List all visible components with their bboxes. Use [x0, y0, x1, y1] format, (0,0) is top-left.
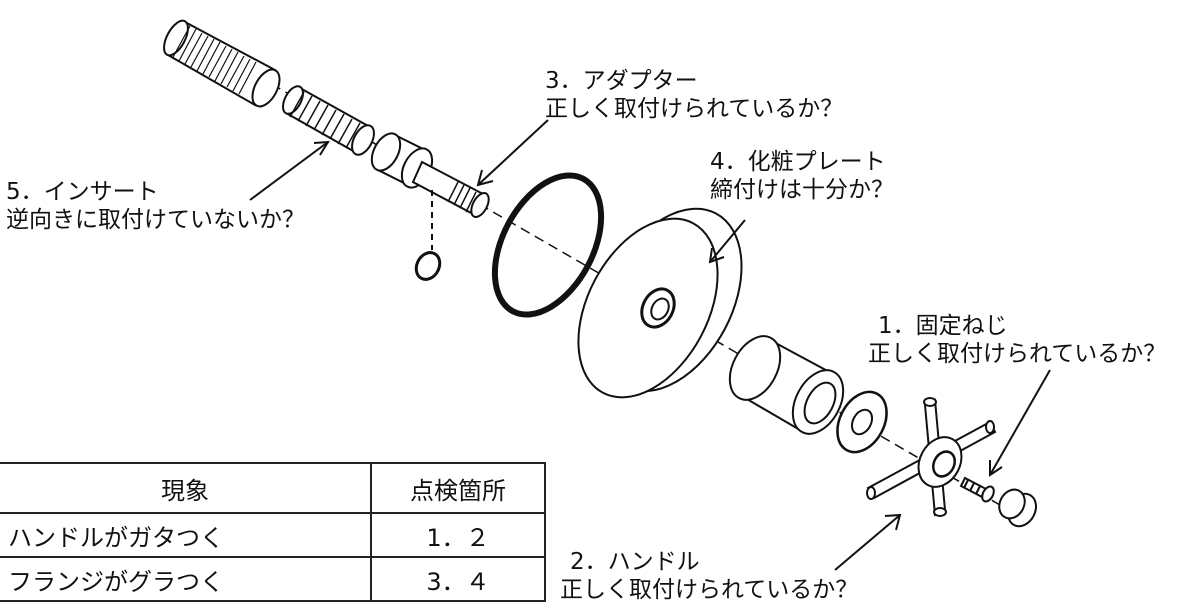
arrow-handle-callout [834, 513, 902, 571]
threaded-tube-part [163, 19, 281, 108]
washer-part [836, 390, 888, 454]
callout-adapter-title: 3．アダプター [545, 68, 698, 94]
callout-insert-note: 逆向きに取付けていないか？ [6, 207, 305, 233]
callout-screw-note: 正しく取付けられているか？ [868, 341, 1167, 367]
arrow-plate-callout [708, 219, 746, 264]
insert-part [282, 85, 375, 156]
arrow-screw-callout [989, 369, 1051, 477]
inspection-table: 現象 点検箇所 ハンドルがガタつく 1．２ フランジがグラつく 3．４ [0, 462, 546, 602]
callout-adapter-note: 正しく取付けられているか？ [545, 96, 844, 122]
callout-handle-title: 2．ハンドル [570, 549, 700, 575]
callout-plate: 4．化粧プレート 締付けは十分か？ [710, 148, 894, 204]
check-points-cell: 1．２ [370, 512, 546, 558]
arrow-insert-callout [249, 140, 330, 201]
callout-plate-note: 締付けは十分か？ [710, 177, 894, 203]
cap-part [998, 488, 1037, 528]
arrow-adapter-callout [476, 119, 549, 187]
table-row: フランジがグラつく 3．４ [0, 556, 546, 602]
header-symptom: 現象 [0, 462, 372, 514]
callout-insert: 5．インサート 逆向きに取付けていないか？ [6, 178, 305, 234]
callout-handle-note: 正しく取付けられているか？ [560, 577, 859, 603]
cross-handle-part [866, 397, 997, 517]
callout-handle: 2．ハンドル 正しく取付けられているか？ [560, 548, 858, 604]
callout-screw: 1．固定ねじ 正しく取付けられているか？ [868, 312, 1166, 368]
table-row: ハンドルがガタつく 1．２ [0, 512, 546, 558]
o-ring-part [491, 172, 605, 318]
callout-plate-title: 4．化粧プレート [710, 149, 886, 175]
header-check-points: 点検箇所 [370, 462, 546, 514]
table-header-row: 現象 点検箇所 [0, 462, 546, 514]
decorative-plate-part [577, 207, 743, 399]
set-screw-part [959, 476, 995, 503]
callout-screw-title: 1．固定ねじ [878, 313, 1008, 339]
callout-adapter: 3．アダプター 正しく取付けられているか？ [545, 67, 843, 123]
adapter-part [370, 132, 490, 250]
check-points-cell: 3．４ [370, 556, 546, 602]
symptom-cell: フランジがグラつく [0, 556, 372, 602]
clip-ring-part [414, 251, 442, 281]
sleeve-part [728, 335, 845, 435]
symptom-cell: ハンドルがガタつく [0, 512, 372, 558]
callout-insert-title: 5．インサート [6, 179, 159, 205]
